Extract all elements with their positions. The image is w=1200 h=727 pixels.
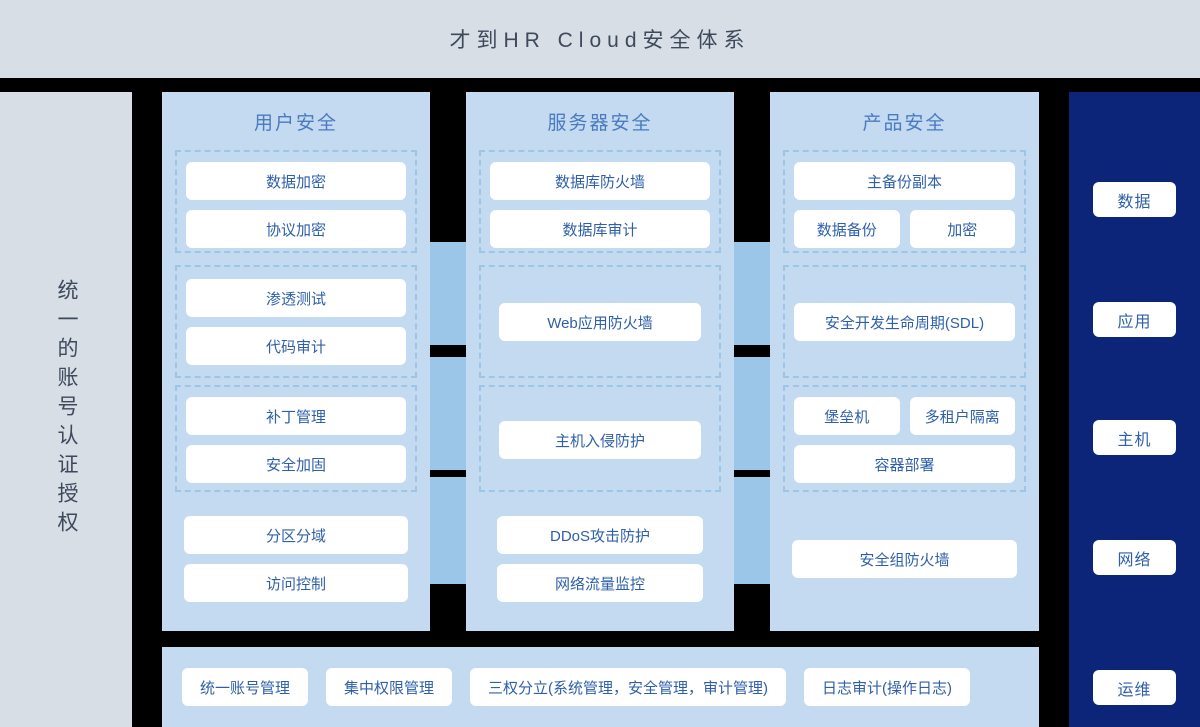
- security-item-card[interactable]: 堡垒机: [794, 397, 900, 435]
- group-2: 主机入侵防护: [479, 385, 721, 492]
- security-item-card[interactable]: Web应用防火墙: [499, 303, 701, 341]
- security-item-card[interactable]: 数据库审计: [490, 210, 710, 248]
- security-item-card[interactable]: 代码审计: [186, 327, 406, 365]
- security-item-card[interactable]: 主机入侵防护: [499, 421, 701, 459]
- security-item-card[interactable]: 数据加密: [186, 162, 406, 200]
- card-row: 容器部署: [794, 445, 1015, 483]
- layer-pill-0[interactable]: 数据: [1093, 182, 1176, 217]
- security-item-card[interactable]: 分区分域: [184, 516, 408, 554]
- connector-band-0: [430, 242, 466, 345]
- card-row: 数据加密: [186, 162, 406, 200]
- security-item-card[interactable]: 容器部署: [794, 445, 1015, 483]
- group-1: 安全开发生命周期(SDL): [783, 265, 1026, 378]
- card-row: 主机入侵防护: [490, 421, 710, 459]
- card-row: 数据备份加密: [794, 210, 1015, 248]
- bottom-bar-item[interactable]: 统一账号管理: [182, 668, 309, 706]
- card-row: 安全开发生命周期(SDL): [794, 303, 1015, 341]
- connector-band-5: [734, 477, 770, 584]
- security-item-card[interactable]: 协议加密: [186, 210, 406, 248]
- bottom-bar: 统一账号管理集中权限管理三权分立(系统管理，安全管理，审计管理) 日志审计(操作日…: [162, 647, 1039, 727]
- column-product-security: 产品安全主备份副本数据备份加密安全开发生命周期(SDL)堡垒机多租户隔离容器部署…: [770, 92, 1039, 631]
- bottom-bar-item[interactable]: 集中权限管理: [326, 668, 453, 706]
- layer-pill-3[interactable]: 网络: [1093, 540, 1176, 575]
- connector-band-4: [430, 477, 466, 584]
- bottom-bar-item[interactable]: 三权分立(系统管理，安全管理，审计管理): [470, 668, 787, 706]
- connector-band-1: [734, 242, 770, 345]
- security-item-card[interactable]: 网络流量监控: [497, 564, 703, 602]
- security-item-card[interactable]: 多租户隔离: [909, 397, 1015, 435]
- card-row: 堡垒机多租户隔离: [794, 397, 1015, 435]
- group-3: 分区分域访问控制: [175, 500, 417, 618]
- security-item-card[interactable]: 安全加固: [186, 445, 406, 483]
- layer-pill-2[interactable]: 主机: [1093, 420, 1176, 455]
- card-row: 主备份副本: [794, 162, 1015, 200]
- security-item-card[interactable]: 数据备份: [794, 210, 900, 248]
- card-row: Web应用防火墙: [490, 303, 710, 341]
- group-3: 安全组防火墙: [783, 500, 1026, 618]
- group-0: 数据库防火墙数据库审计: [479, 150, 721, 253]
- card-row: 补丁管理: [186, 397, 406, 435]
- column-title: 服务器安全: [547, 112, 653, 134]
- group-0: 数据加密协议加密: [175, 150, 417, 253]
- card-row: 安全组防火墙: [792, 540, 1017, 578]
- column-title: 用户安全: [253, 112, 338, 134]
- security-item-card[interactable]: 渗透测试: [186, 279, 406, 317]
- group-2: 补丁管理安全加固: [175, 385, 417, 492]
- column-title: 产品安全: [862, 112, 947, 134]
- card-row: 网络流量监控: [488, 564, 712, 602]
- connector-band-2: [430, 357, 466, 470]
- left-sidebar: 统一的账号认证授权: [0, 92, 132, 727]
- group-0: 主备份副本数据备份加密: [783, 150, 1026, 253]
- layer-pill-1[interactable]: 应用: [1093, 302, 1176, 337]
- card-row: 数据库审计: [490, 210, 710, 248]
- group-1: Web应用防火墙: [479, 265, 721, 378]
- security-item-card[interactable]: 安全组防火墙: [792, 540, 1017, 578]
- page-title: 才到HR Cloud安全体系: [449, 29, 751, 52]
- card-row: 代码审计: [186, 327, 406, 365]
- group-2: 堡垒机多租户隔离容器部署: [783, 385, 1026, 492]
- security-item-card[interactable]: 安全开发生命周期(SDL): [794, 303, 1015, 341]
- security-item-card[interactable]: 加密: [909, 210, 1015, 248]
- security-item-card[interactable]: 访问控制: [184, 564, 408, 602]
- group-1: 渗透测试代码审计: [175, 265, 417, 378]
- card-row: 数据库防火墙: [490, 162, 710, 200]
- group-3: DDoS攻击防护网络流量监控: [479, 500, 721, 618]
- column-server-security: 服务器安全数据库防火墙数据库审计 Web应用防火墙主机入侵防护 DDoS攻击防护网络…: [466, 92, 734, 631]
- security-item-card[interactable]: DDoS攻击防护: [497, 516, 703, 554]
- card-row: 访问控制: [184, 564, 408, 602]
- layer-pill-4[interactable]: 运维: [1093, 670, 1176, 705]
- security-item-card[interactable]: 数据库防火墙: [490, 162, 710, 200]
- card-row: 分区分域: [184, 516, 408, 554]
- column-user-security: 用户安全数据加密协议加密渗透测试代码审计补丁管理安全加固分区分域访问控制: [162, 92, 430, 631]
- left-sidebar-label: 统一的账号认证授权: [55, 279, 79, 540]
- bottom-bar-item[interactable]: 日志审计(操作日志): [804, 668, 971, 706]
- page-header: 才到HR Cloud安全体系: [0, 0, 1200, 78]
- card-row: 安全加固: [186, 445, 406, 483]
- card-row: 协议加密: [186, 210, 406, 248]
- right-sidebar: 数据应用主机网络运维: [1069, 92, 1200, 727]
- connector-band-3: [734, 357, 770, 470]
- card-row: 渗透测试: [186, 279, 406, 317]
- security-item-card[interactable]: 主备份副本: [794, 162, 1015, 200]
- card-row: DDoS攻击防护: [488, 516, 712, 554]
- security-item-card[interactable]: 补丁管理: [186, 397, 406, 435]
